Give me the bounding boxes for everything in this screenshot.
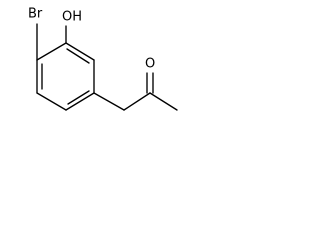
ring-inner-double-bond-bottom [67, 90, 90, 105]
ring-inner-double-bond-top [66, 48, 90, 64]
bond-ch2-carbonyl-carbon [123, 92, 151, 111]
ring-bond-c3-c4 [65, 92, 95, 111]
ring-bond-c5-c6 [65, 42, 95, 61]
hydroxyl-label: OH [62, 10, 82, 25]
bond-ring-ch2 [93, 92, 125, 111]
structure-drawing: Br OH O [28, 7, 178, 111]
bromine-label: Br [28, 7, 43, 22]
bond-carbonyl-carbon-methyl [149, 92, 178, 111]
ring-bond-c6-c1 [36, 42, 67, 61]
carbonyl-oxygen-label: O [145, 57, 155, 72]
chemical-structure: Br OH O [0, 0, 182, 134]
ring-bond-c2-c3 [36, 92, 67, 111]
